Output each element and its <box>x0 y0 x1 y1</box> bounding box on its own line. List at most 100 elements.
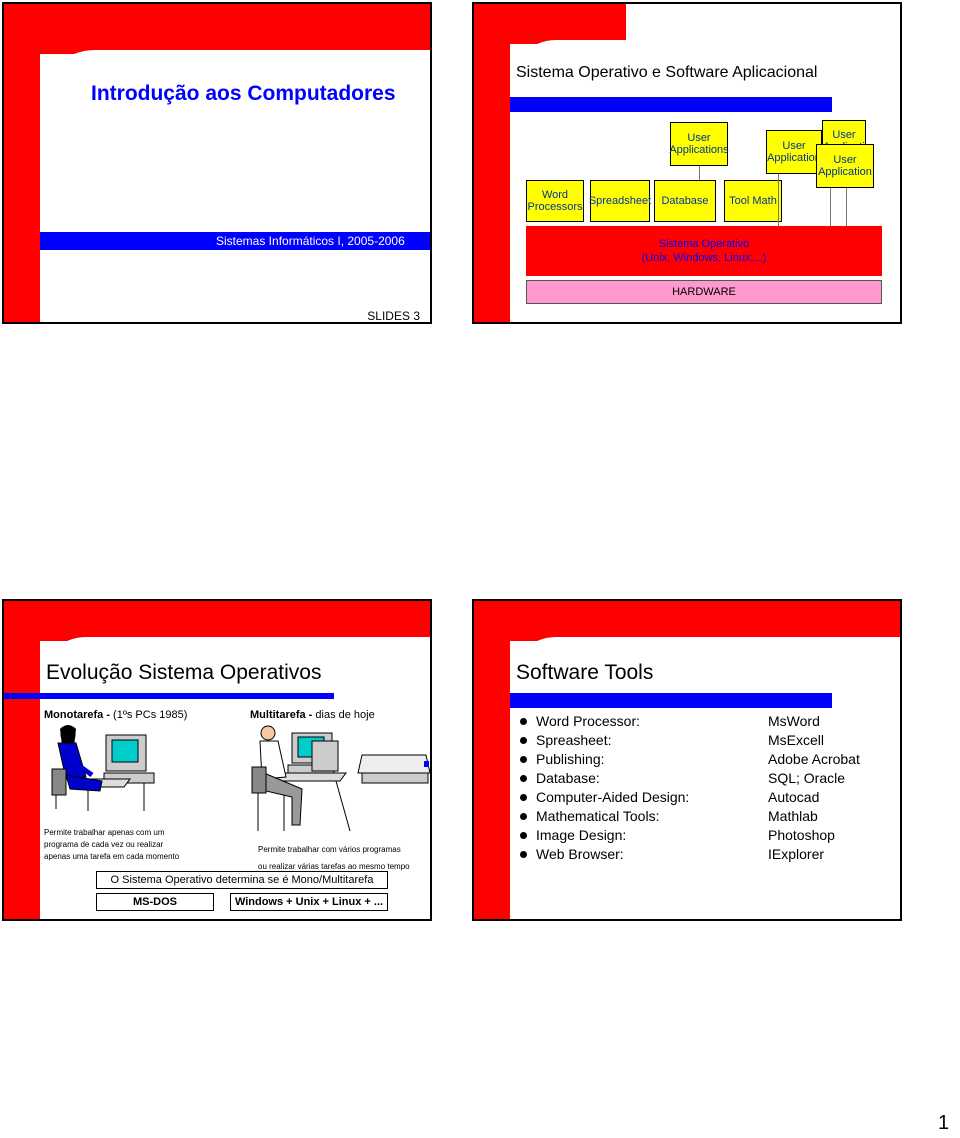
tool-name: IExplorer <box>768 846 825 862</box>
red-band-left <box>474 601 510 919</box>
tool-category: Computer-Aided Design: <box>536 789 690 805</box>
hardware-box: HARDWARE <box>526 280 882 304</box>
mono-heading-rest: (1ºs PCs 1985) <box>110 709 188 721</box>
tool-math-label: Tool Math <box>729 195 777 207</box>
tool-category: Spreasheet: <box>536 732 612 748</box>
slide-title: Sistema Operativo e Software Aplicaciona… <box>516 64 818 81</box>
determina-label: O Sistema Operativo determina se é Mono/… <box>110 874 374 886</box>
white-panel <box>40 50 430 322</box>
slide-os-software: Sistema Operativo e Software Aplicaciona… <box>472 2 902 324</box>
red-band-top <box>4 4 430 54</box>
tool-category: Database: <box>536 770 600 786</box>
multi-desc-line1: Permite trabalhar com vários programas <box>258 845 401 854</box>
mono-heading-bold: Monotarefa - <box>44 709 110 721</box>
multi-heading: Multitarefa - dias de hoje <box>250 709 375 721</box>
connector-line <box>830 188 831 226</box>
multi-os-box: Windows + Unix + Linux + ... <box>230 893 388 911</box>
red-band-left <box>474 4 510 322</box>
mono-description: Permite trabalhar apenas com um programa… <box>44 827 179 863</box>
bullet-icon <box>520 794 527 801</box>
red-band-left <box>4 601 40 919</box>
tool-category: Mathematical Tools: <box>536 808 660 824</box>
tool-list-item: Image Design: Photoshop <box>518 826 860 845</box>
tool-name: Adobe Acrobat <box>768 751 860 767</box>
tool-name: Photoshop <box>768 827 835 843</box>
bullet-icon <box>520 737 527 744</box>
blue-band <box>40 232 430 250</box>
word-processors-label: Word Processors <box>527 189 583 213</box>
slide-title: Software Tools <box>516 661 654 684</box>
red-band-top <box>474 601 900 641</box>
database-box: Database <box>654 180 716 222</box>
mono-user-illustration <box>51 725 155 811</box>
database-label: Database <box>661 195 709 207</box>
bullet-icon <box>520 718 527 725</box>
multi-os-label: Windows + Unix + Linux + ... <box>234 896 384 908</box>
bullet-icon <box>520 851 527 858</box>
mono-desc-line2: programa de cada vez ou realizar <box>44 840 164 849</box>
slide-intro: Introdução aos Computadores Sistemas Inf… <box>2 2 432 324</box>
mono-desc-line1: Permite trabalhar apenas com um <box>44 828 165 837</box>
slide-title: Evolução Sistema Operativos <box>46 661 322 684</box>
tool-list-item: Spreasheet: MsExcell <box>518 731 860 750</box>
user-application-box-a: User Application <box>766 130 822 174</box>
determina-box: O Sistema Operativo determina se é Mono/… <box>96 871 388 889</box>
tool-category: Web Browser: <box>536 846 624 862</box>
tool-name: Autocad <box>768 789 820 805</box>
os-examples-label: (Unix, Windows, Linux,...) <box>641 252 767 264</box>
connector-line <box>778 174 779 226</box>
tool-name: MsWord <box>768 713 820 729</box>
red-band-left <box>4 4 40 322</box>
bullet-icon <box>520 832 527 839</box>
tool-name: MsExcell <box>768 732 825 748</box>
hardware-label: HARDWARE <box>672 286 736 298</box>
user-application-box-c: User Application <box>816 144 874 188</box>
page-number: 1 <box>938 1112 950 1134</box>
tool-list-item: Computer-Aided Design: Autocad <box>518 788 860 807</box>
blue-band <box>510 693 832 708</box>
os-box: Sistema Operativo (Unix, Windows, Linux,… <box>526 226 882 276</box>
connector-line <box>699 166 700 180</box>
user-application-label-c: User Application <box>818 154 872 178</box>
os-label: Sistema Operativo <box>658 238 750 250</box>
bullet-icon <box>520 775 527 782</box>
slides-label: SLIDES 3 <box>367 309 420 323</box>
tool-list-item: Word Processor: MsWord <box>518 712 860 731</box>
msdos-box: MS-DOS <box>96 893 214 911</box>
multi-heading-rest: dias de hoje <box>312 709 375 721</box>
tool-list-item: Web Browser: IExplorer <box>518 845 860 864</box>
red-band-bottom-left <box>4 893 40 919</box>
connector-line <box>846 188 847 226</box>
mono-heading: Monotarefa - (1ºs PCs 1985) <box>44 709 187 721</box>
tool-list-item: Database: SQL; Oracle <box>518 769 860 788</box>
blue-band <box>510 97 832 112</box>
mono-desc-line3: apenas uma tarefa em cada momento <box>44 852 180 861</box>
tool-category: Publishing: <box>536 751 605 767</box>
tool-name: SQL; Oracle <box>768 770 846 786</box>
slide-title: Introdução aos Computadores <box>91 82 396 105</box>
red-band-top <box>4 601 430 641</box>
multi-heading-bold: Multitarefa - <box>250 709 313 721</box>
tool-category: Image Design: <box>536 827 627 843</box>
bullet-icon <box>520 756 527 763</box>
word-processors-box: Word Processors <box>526 180 584 222</box>
tool-category: Word Processor: <box>536 713 640 729</box>
user-applications-box: User Applications <box>669 122 729 166</box>
multi-description: Permite trabalhar com vários programas o… <box>258 841 410 875</box>
bullet-icon <box>520 813 527 820</box>
tool-list-item: Publishing: Adobe Acrobat <box>518 750 860 769</box>
spreadsheet-box: Spreadsheet <box>588 180 652 222</box>
course-label: Sistemas Informáticos I, 2005-2006 <box>216 234 405 248</box>
tool-list-item: Mathematical Tools: Mathlab <box>518 807 860 826</box>
slide-evolution: Evolução Sistema Operativos Monotarefa -… <box>2 599 432 921</box>
white-panel <box>510 637 900 919</box>
tool-name: Mathlab <box>768 808 818 824</box>
spreadsheet-label: Spreadsheet <box>588 195 652 207</box>
multi-desc-line2: ou realizar várias tarefas ao mesmo temp… <box>258 862 410 871</box>
user-applications-label: User Applications <box>669 132 729 156</box>
tool-math-box: Tool Math <box>724 180 782 222</box>
msdos-label: MS-DOS <box>133 896 177 908</box>
multi-user-illustration <box>251 725 430 832</box>
